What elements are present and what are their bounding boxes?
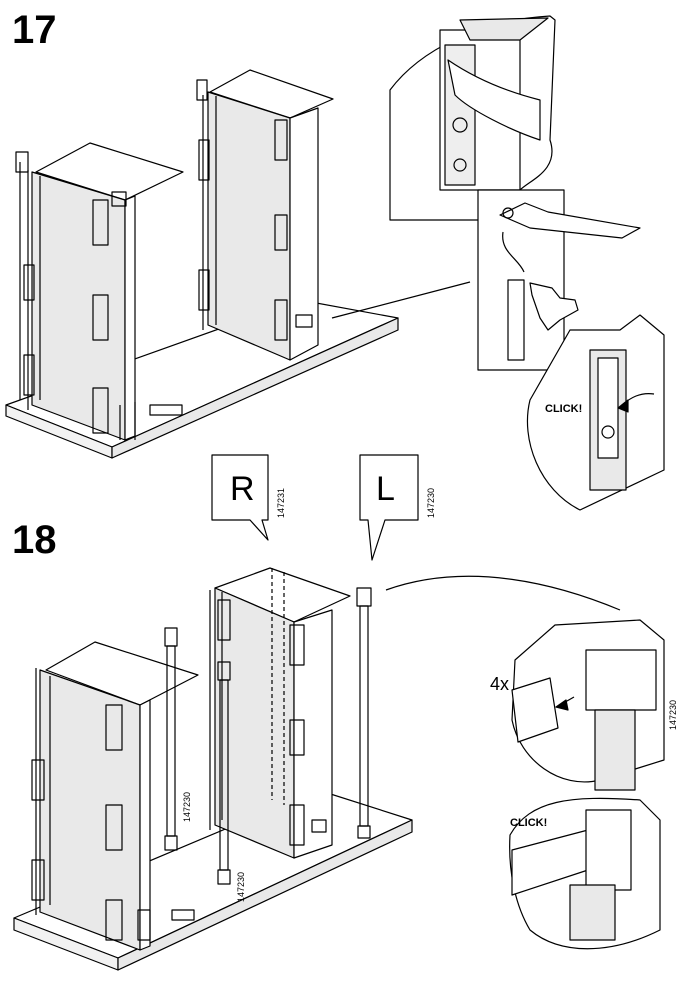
click-label-17: CLICK! <box>545 403 582 415</box>
step-17-number: 17 <box>12 8 57 52</box>
quantity-label: 4x <box>490 674 509 694</box>
side-label-r-letter: R <box>230 470 255 508</box>
detail-part-number: 147230 <box>668 700 678 730</box>
hand-pointer-icon <box>529 282 579 331</box>
detail-connector-18 <box>385 575 621 611</box>
rail-3 <box>356 587 372 839</box>
side-label-r-part-number: 147231 <box>276 488 286 518</box>
step-18-number: 18 <box>12 518 57 562</box>
detail-pointing <box>477 189 641 371</box>
upright-part-number-2: 147230 <box>236 872 246 902</box>
side-label-l: L 147230 <box>359 454 436 561</box>
side-label-l-part-number: 147230 <box>426 488 436 518</box>
cabinet-right-18 <box>209 567 351 859</box>
rail-2 <box>217 661 231 885</box>
step-18-illustration: R 147231 L 147230 <box>13 454 678 971</box>
detail-click-18 <box>509 797 661 950</box>
detail-insert <box>511 619 665 791</box>
detail-click <box>526 314 665 511</box>
detail-connector <box>331 281 471 319</box>
cabinet-right <box>196 69 334 361</box>
cabinet-left-18 <box>31 641 199 951</box>
detail-hand-press <box>389 15 556 221</box>
upright-part-number-1: 147230 <box>182 792 192 822</box>
side-label-r: R 147231 <box>211 454 286 541</box>
step-17-illustration: CLICK! <box>5 15 665 511</box>
rail-1 <box>164 627 178 851</box>
cabinet-left <box>15 142 184 441</box>
click-label-18: CLICK! <box>510 817 547 829</box>
side-label-l-letter: L <box>376 470 395 508</box>
